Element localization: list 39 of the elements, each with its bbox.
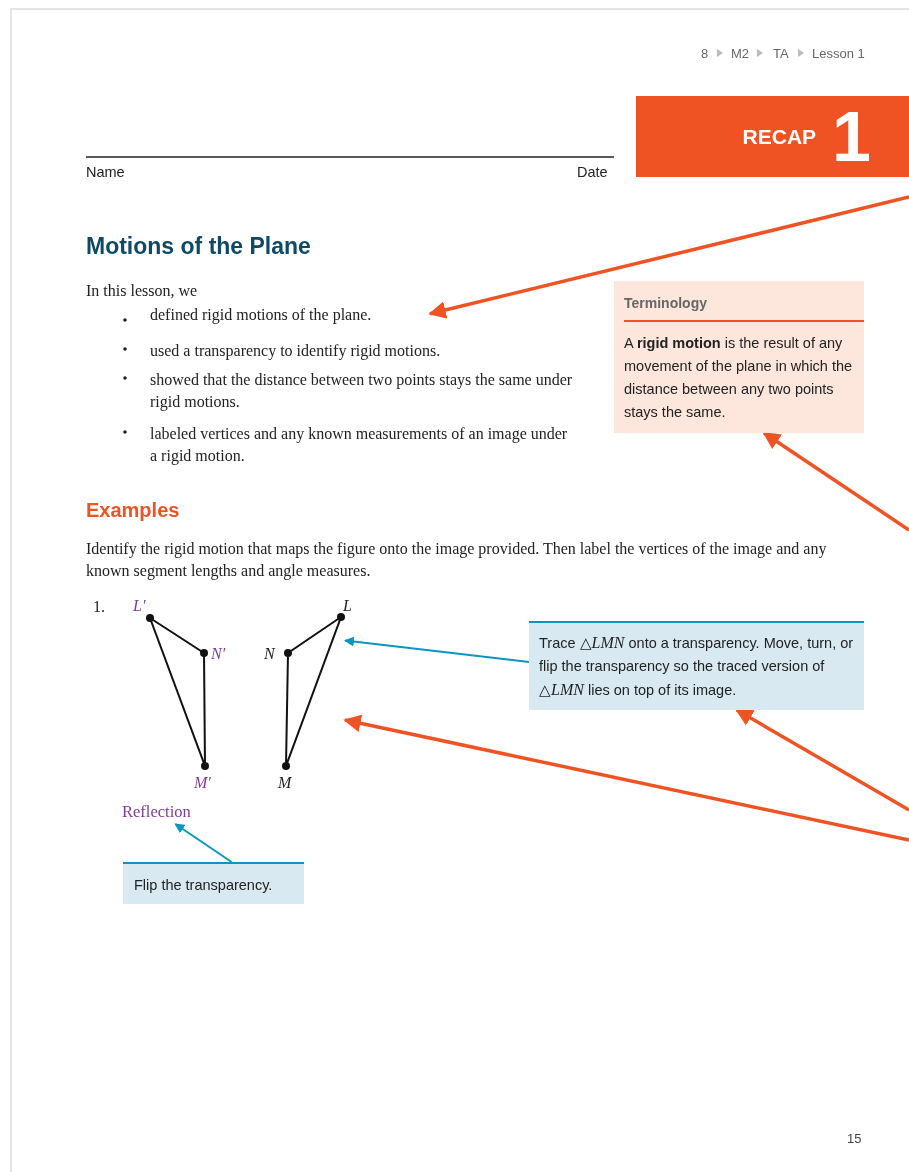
intro-text: In this lesson, we: [86, 281, 198, 301]
annotation-arrow: [343, 714, 909, 842]
pointer-arrow: [344, 636, 530, 663]
terminology-box: [614, 281, 864, 433]
box-heading: Terminology: [624, 293, 864, 322]
breadcrumb-text: TA: [773, 45, 789, 63]
breadcrumb-text: Lesson 1: [812, 45, 865, 63]
field-label: Name: [86, 163, 125, 182]
instruction-text: Identify the rigid motion that maps the figure onto the image provided. Then label the vertices of the image and any known segment lengths and angle measures.: [86, 539, 828, 582]
vertex-label: M′: [194, 773, 211, 793]
bullet-text: defined rigid motions of the plane.: [150, 306, 372, 323]
answer-text: Reflection: [122, 802, 191, 821]
breadcrumb-text: M2: [731, 45, 750, 63]
recap-label: RECAP: [742, 124, 817, 149]
lesson-number: 1: [832, 101, 871, 172]
page-number: 15: [847, 1130, 862, 1148]
recap-banner: [636, 96, 909, 177]
vertex-label: L′: [133, 596, 146, 616]
bullet-text: showed that the distance between two points stays the same under rigid motions.: [150, 370, 574, 413]
vertex-label: N′: [211, 644, 226, 664]
callout-text: Flip the transparency.: [134, 876, 274, 895]
annotation-arrow: [735, 708, 909, 812]
callout-box: [529, 621, 864, 710]
annotation-arrow: [762, 431, 909, 532]
title: Motions of the Plane: [86, 233, 311, 260]
callout-text: Trace △LMN onto a transparency. Move, turn, or flip the transparency so the traced version of △LMN lies on top of its image.: [539, 633, 854, 700]
callout-box: [123, 862, 304, 904]
bullet-text: labeled vertices and any known measurements of an image under a rigid motion.: [150, 424, 569, 467]
vertex-label: M: [278, 773, 292, 793]
pointer-arrow: [174, 823, 233, 863]
vertex-label: N: [264, 644, 275, 664]
section-heading: Examples: [86, 498, 180, 523]
definition-text: A rigid motion is the result of any movement of the plane in which the distance between any two points stays the same.: [624, 334, 854, 422]
field-label: Date: [577, 163, 608, 182]
bullet-text: used a transparency to identify rigid motions.: [150, 341, 441, 362]
annotation-arrow: [428, 195, 909, 319]
breadcrumb-text: 8: [701, 45, 709, 63]
vertex-label: L: [343, 596, 352, 616]
problem-number: 1.: [93, 597, 105, 617]
